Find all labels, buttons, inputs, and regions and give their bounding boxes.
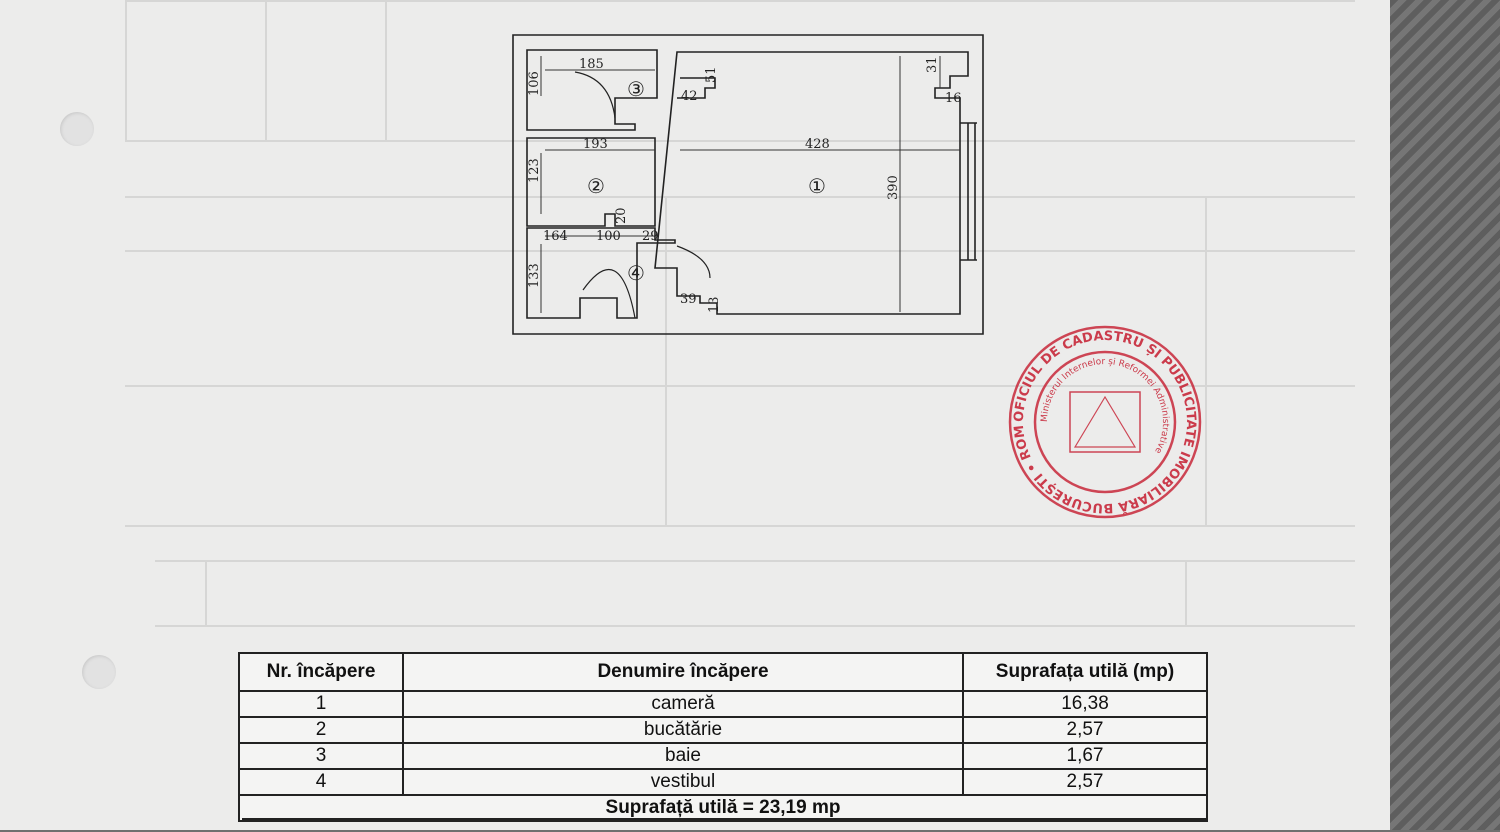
wall-room-1 — [654, 51, 969, 315]
dim-193: 193 — [583, 137, 608, 152]
wall-room-4 — [526, 227, 676, 319]
dim-123: 123 — [527, 158, 542, 183]
next-table-edge — [242, 818, 1208, 832]
wall-room-1-lower — [677, 77, 716, 99]
table-row: 2 bucătărie 2,57 — [238, 716, 1208, 744]
header-room-name: Denumire încăpere — [402, 652, 964, 692]
table-row: 4 vestibul 2,57 — [238, 768, 1208, 796]
floor-plan: 185 106 51 42 31 16 193 428 123 390 20 1… — [512, 34, 984, 335]
table-row: 1 cameră 16,38 — [238, 690, 1208, 718]
room-number: 1 — [238, 690, 404, 718]
room-name: bucătărie — [402, 716, 964, 744]
header-room-number: Nr. încăpere — [238, 652, 404, 692]
room-name: baie — [402, 742, 964, 770]
dim-164: 164 — [543, 229, 568, 244]
dim-13: 13 — [707, 296, 722, 313]
dim-31: 31 — [925, 56, 940, 73]
dim-42: 42 — [681, 89, 698, 104]
dim-20: 20 — [614, 207, 629, 224]
door-arc-entry — [582, 269, 636, 319]
room-number: 4 — [238, 768, 404, 796]
room-marker-4: ④ — [627, 261, 645, 285]
room-name: vestibul — [402, 768, 964, 796]
stamp-inner-text: Ministerul Internelor și Reformei Admini… — [1040, 357, 1170, 455]
total-area: Suprafață utilă = 23,19 mp — [238, 794, 1208, 822]
room-area: 1,67 — [962, 742, 1208, 770]
room-area: 2,57 — [962, 716, 1208, 744]
background-fabric — [1390, 0, 1500, 830]
room-markers: ① ② ③ ④ — [587, 77, 826, 285]
dim-51: 51 — [704, 66, 719, 83]
dim-133: 133 — [527, 263, 542, 288]
total-row: Suprafață utilă = 23,19 mp — [238, 794, 1208, 822]
official-stamp: OFICIUL DE CADASTRU ȘI PUBLICITATE IMOBI… — [1000, 322, 1202, 519]
room-name: cameră — [402, 690, 964, 718]
dim-29: 29 — [642, 229, 659, 244]
document-page: 185 106 51 42 31 16 193 428 123 390 20 1… — [0, 0, 1440, 830]
wall-room-2 — [526, 137, 656, 227]
punch-hole-top — [60, 112, 94, 146]
room-marker-1: ① — [808, 174, 826, 198]
dim-100: 100 — [596, 229, 621, 244]
dim-16: 16 — [945, 91, 962, 106]
dim-106: 106 — [527, 71, 542, 96]
punch-hole-bottom — [82, 655, 116, 689]
door-arc-room — [676, 245, 711, 279]
room-marker-2: ② — [587, 174, 605, 198]
table-row: 3 baie 1,67 — [238, 742, 1208, 770]
rooms-table: Nr. încăpere Denumire încăpere Suprafața… — [238, 652, 1208, 822]
outer-wall — [512, 34, 984, 335]
wall-room-3 — [526, 49, 658, 131]
table-header-row: Nr. încăpere Denumire încăpere Suprafața… — [238, 652, 1208, 692]
dim-390: 390 — [886, 175, 901, 200]
dim-39: 39 — [680, 292, 697, 307]
dim-428: 428 — [805, 137, 830, 152]
room-number: 2 — [238, 716, 404, 744]
room-area: 16,38 — [962, 690, 1208, 718]
room-area: 2,57 — [962, 768, 1208, 796]
door-arc-bath — [574, 71, 616, 119]
header-area: Suprafața utilă (mp) — [962, 652, 1208, 692]
dimension-labels: 185 106 51 42 31 16 193 428 123 390 20 1… — [527, 56, 962, 313]
room-marker-3: ③ — [627, 77, 645, 101]
room-number: 3 — [238, 742, 404, 770]
dim-185: 185 — [579, 57, 604, 72]
